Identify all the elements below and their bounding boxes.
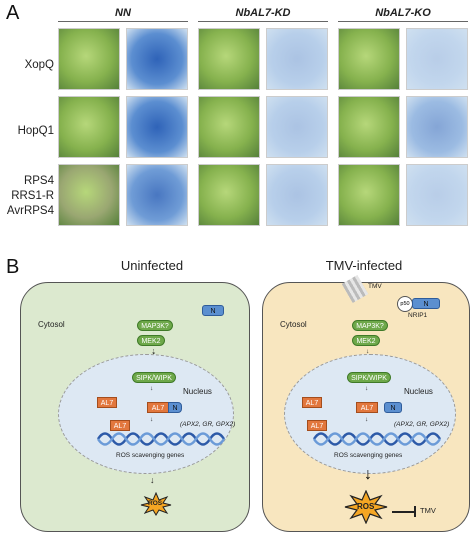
leaf-image-tile bbox=[338, 164, 400, 226]
leaf-image-tile bbox=[406, 164, 468, 226]
tmv-al7-nucleus: AL7 bbox=[356, 402, 378, 413]
column-rule-kd bbox=[198, 21, 328, 22]
uninfected-n-nucleus: N bbox=[168, 402, 182, 413]
uninfected-cytosol-label: Cytosol bbox=[38, 320, 65, 329]
panel-a-letter: A bbox=[6, 2, 20, 24]
uninfected-nucleus-label: Nucleus bbox=[183, 387, 212, 396]
column-header-nn: NN bbox=[115, 7, 131, 19]
panel-b-letter: B bbox=[6, 256, 20, 278]
uninfected-sipk-node: SIPK/WIPK bbox=[132, 372, 176, 383]
uninfected-mek2-node: MEK2 bbox=[137, 335, 165, 346]
uninfected-ros-genes-label: ROS scavenging genes bbox=[116, 452, 185, 459]
tmv-arrow-4: ↓ bbox=[364, 466, 372, 483]
tmv-n-receptor: N bbox=[412, 298, 440, 309]
leaf-image-tile bbox=[266, 28, 328, 90]
leaf-image-tile bbox=[406, 96, 468, 158]
leaf-image-tile bbox=[198, 164, 260, 226]
tmv-al7-cytosol-2: AL7 bbox=[307, 420, 327, 431]
leaf-image-tile bbox=[126, 96, 188, 158]
uninfected-arrow-3: ↓ bbox=[150, 416, 154, 423]
uninfected-dna-helix bbox=[96, 432, 226, 446]
column-rule-ko bbox=[338, 21, 468, 22]
uninfected-title: Uninfected bbox=[120, 258, 184, 273]
tmv-al7-cytosol-1: AL7 bbox=[302, 397, 322, 408]
tmv-cytosol-label: Cytosol bbox=[280, 320, 307, 329]
uninfected-dashed-arrow-1: ⇣ bbox=[151, 349, 157, 356]
tmv-mek2-node: MEK2 bbox=[352, 335, 380, 346]
leaf-image-tile bbox=[338, 96, 400, 158]
tmv-arrow-1: ↓ bbox=[366, 348, 370, 355]
tmv-infected-title: TMV-infected bbox=[325, 258, 403, 273]
leaf-image-tile bbox=[58, 164, 120, 226]
tmv-arrow-2: ↓ bbox=[365, 385, 369, 392]
tmv-dna-helix bbox=[312, 432, 442, 446]
leaf-image-tile bbox=[266, 96, 328, 158]
tmv-arrow-3: ↓ bbox=[365, 416, 369, 423]
uninfected-ros-label: ROS bbox=[148, 500, 163, 507]
leaf-image-tile bbox=[266, 164, 328, 226]
leaf-image-tile bbox=[126, 164, 188, 226]
tmv-sipk-node: SIPK/WIPK bbox=[347, 372, 391, 383]
tmv-inhibited-label: TMV bbox=[420, 506, 436, 515]
tmv-n-nucleus: N bbox=[384, 402, 402, 413]
tmv-map3k-node: MAP3K? bbox=[352, 320, 388, 331]
leaf-image-tile bbox=[198, 96, 260, 158]
column-header-ko: NbAL7-KO bbox=[375, 7, 431, 19]
uninfected-al7-nucleus: AL7 bbox=[147, 402, 169, 413]
uninfected-gene-list: (APX2, GR, GPX2) bbox=[180, 421, 236, 428]
tmv-inhibition-line bbox=[392, 511, 414, 513]
nrip1-label: NRIP1 bbox=[408, 312, 428, 319]
column-header-kd: NbAL7-KD bbox=[235, 7, 291, 19]
leaf-image-tile bbox=[126, 28, 188, 90]
tmv-label: TMV bbox=[368, 283, 382, 290]
uninfected-ros-burst-icon bbox=[140, 492, 172, 516]
tmv-ros-burst-icon bbox=[344, 490, 388, 524]
uninfected-al7-cytosol-2: AL7 bbox=[110, 420, 130, 431]
row-label-hopq1: HopQ1 bbox=[17, 125, 54, 137]
uninfected-arrow-2: ↓ bbox=[150, 385, 154, 392]
leaf-image-tile bbox=[198, 28, 260, 90]
tmv-ros-genes-label: ROS scavenging genes bbox=[334, 452, 403, 459]
leaf-image-tile bbox=[58, 28, 120, 90]
row-label-rps4: RPS4 RRS1-R AvrRPS4 bbox=[6, 175, 54, 217]
column-rule-nn bbox=[58, 21, 188, 22]
leaf-image-tile bbox=[338, 28, 400, 90]
tmv-inhibition-bar bbox=[414, 506, 416, 517]
tmv-nucleus-label: Nucleus bbox=[404, 387, 433, 396]
row-label-xopq: XopQ bbox=[24, 59, 54, 71]
tmv-gene-list: (APX2, GR, GPX2) bbox=[394, 421, 450, 428]
p50-node: p50 bbox=[397, 296, 413, 312]
uninfected-map3k-node: MAP3K? bbox=[137, 320, 173, 331]
tmv-ros-label: ROS bbox=[357, 502, 375, 511]
uninfected-n-receptor: N bbox=[202, 305, 224, 316]
uninfected-arrow-4: ↓ bbox=[150, 475, 155, 485]
uninfected-al7-cytosol-1: AL7 bbox=[97, 397, 117, 408]
leaf-image-tile bbox=[406, 28, 468, 90]
leaf-image-tile bbox=[58, 96, 120, 158]
